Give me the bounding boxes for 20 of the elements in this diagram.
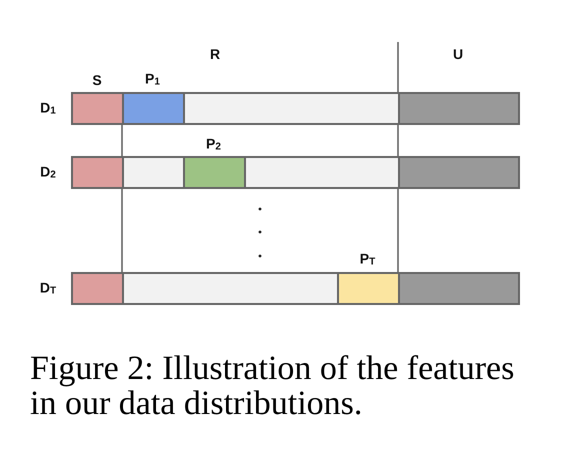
bar-segment bbox=[73, 274, 122, 303]
column-heading: U bbox=[452, 46, 464, 62]
bar-segment bbox=[73, 94, 122, 123]
bar-segment bbox=[73, 158, 122, 187]
column-heading: R bbox=[210, 46, 220, 62]
bar-segment bbox=[398, 94, 518, 123]
segment-label: P$_{2}$ bbox=[206, 136, 221, 154]
segment-label: P$_{1}$ bbox=[145, 70, 160, 90]
column-heading: S bbox=[92, 72, 102, 88]
row-label: D$_{1}$ bbox=[40, 99, 56, 118]
figure-caption: Figure 2: Illustration of the features in our data distributions. bbox=[30, 351, 516, 421]
bar-segment bbox=[122, 274, 337, 303]
row-label: D$_{2}$ bbox=[40, 163, 56, 182]
bar-segment bbox=[398, 274, 518, 303]
bar-segment bbox=[398, 158, 518, 187]
bar-segment bbox=[183, 94, 398, 123]
row-label: D$_{T}$ bbox=[40, 279, 56, 298]
bar-segment bbox=[122, 158, 183, 187]
segment-label: P$_{T}$ bbox=[360, 250, 376, 270]
bar-segment bbox=[244, 158, 398, 187]
